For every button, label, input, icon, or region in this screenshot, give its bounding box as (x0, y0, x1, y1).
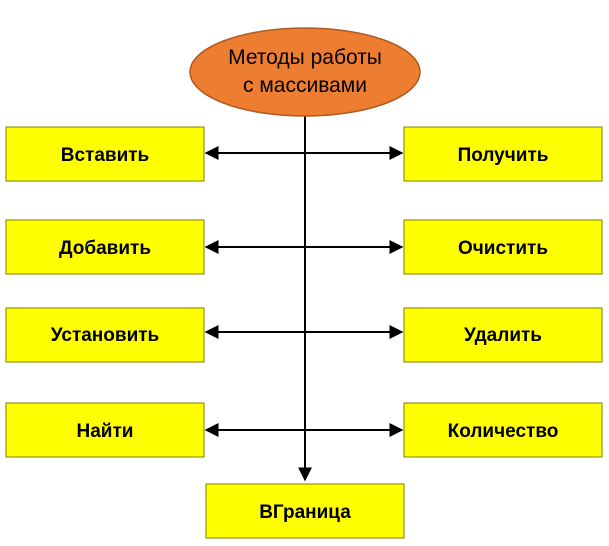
method-box-insert (5, 126, 205, 182)
method-label-get: Получить (458, 145, 549, 166)
root-node-line2: с массивами (243, 74, 367, 97)
method-label-count: Количество (448, 421, 559, 442)
method-box-ubound (205, 483, 405, 539)
method-box-remove (403, 307, 603, 363)
root-node-line1: Методы работы (228, 46, 382, 69)
method-box-get (403, 126, 603, 182)
method-box-clear (403, 219, 603, 275)
method-box-add (5, 219, 205, 275)
method-label-set: Установить (51, 325, 160, 346)
root-node (189, 27, 421, 117)
method-label-ubound: ВГраница (259, 502, 351, 523)
method-box-find (5, 402, 205, 458)
method-label-clear: Очистить (458, 238, 548, 259)
method-label-add: Добавить (59, 238, 151, 259)
method-box-count (403, 402, 603, 458)
method-label-remove: Удалить (464, 325, 542, 346)
method-label-insert: Вставить (61, 145, 150, 166)
method-label-find: Найти (77, 421, 134, 442)
method-box-set (5, 307, 205, 363)
